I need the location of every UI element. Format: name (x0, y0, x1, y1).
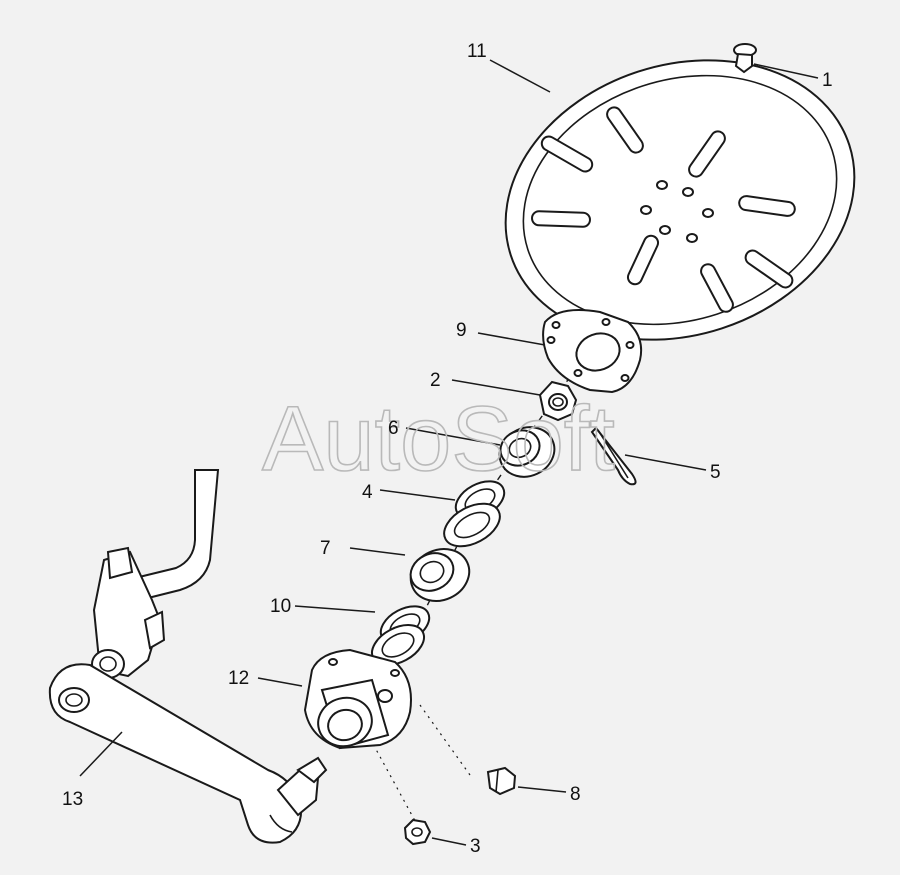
callout-10: 10 (270, 596, 291, 617)
callout-7: 7 (320, 538, 331, 559)
leader-lines (79, 59, 819, 846)
nut (403, 818, 432, 846)
callout-6: 6 (388, 418, 399, 439)
callout-labels: 1 2 3 4 5 6 7 8 9 10 11 12 13 (62, 41, 833, 857)
hub (303, 648, 412, 750)
watermark: AutoSoft (262, 388, 615, 490)
castle-nut (538, 380, 578, 422)
callout-4: 4 (362, 482, 373, 503)
grease-fitting (486, 766, 517, 796)
callout-5: 5 (710, 462, 721, 483)
callout-2: 2 (430, 370, 441, 391)
bearing-upper (498, 426, 556, 478)
seal-rings-lower (371, 605, 431, 666)
callout-12: 12 (228, 668, 249, 689)
seal-rings-upper (443, 480, 506, 548)
bearing-lower (409, 548, 471, 602)
callout-13: 13 (62, 789, 83, 810)
flange-plate (542, 309, 643, 394)
callout-11: 11 (467, 41, 487, 62)
callout-3: 3 (470, 836, 481, 857)
cotter-pin (590, 426, 637, 486)
callout-1: 1 (822, 70, 833, 91)
disc-plate (504, 59, 856, 341)
callout-8: 8 (570, 784, 581, 805)
steering-arm (48, 469, 328, 844)
axis-to-fitting (419, 704, 471, 776)
callout-9: 9 (456, 320, 467, 341)
bolt (733, 43, 757, 74)
